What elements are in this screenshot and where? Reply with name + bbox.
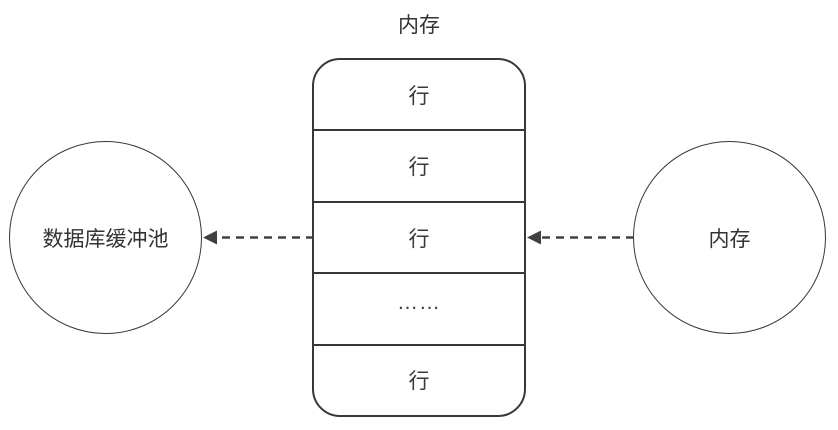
memory-row-label: ……: [397, 290, 441, 314]
memory-node: 内存: [633, 141, 826, 334]
arrow-box-to-buffer-pool: [203, 230, 314, 245]
memory-row: ……: [314, 272, 524, 343]
arrowhead-icon: [527, 230, 541, 245]
memory-row-label: 行: [408, 156, 430, 180]
memory-box-title: 内存: [398, 14, 440, 37]
memory-row: 行: [314, 343, 524, 415]
memory-row-label: 行: [408, 370, 430, 394]
memory-row: 行: [314, 60, 524, 129]
database-buffer-pool-node: 数据库缓冲池: [9, 141, 202, 334]
memory-row-label: 行: [408, 227, 430, 251]
memory-box: 行 行 行 …… 行: [312, 58, 526, 417]
arrow-memory-to-box: [527, 230, 634, 245]
database-buffer-pool-label: 数据库缓冲池: [42, 227, 169, 251]
memory-row: 行: [314, 129, 524, 200]
arrowhead-icon: [203, 230, 217, 245]
memory-row: 行: [314, 200, 524, 272]
memory-node-label: 内存: [708, 227, 751, 251]
memory-row-label: 行: [408, 84, 430, 108]
